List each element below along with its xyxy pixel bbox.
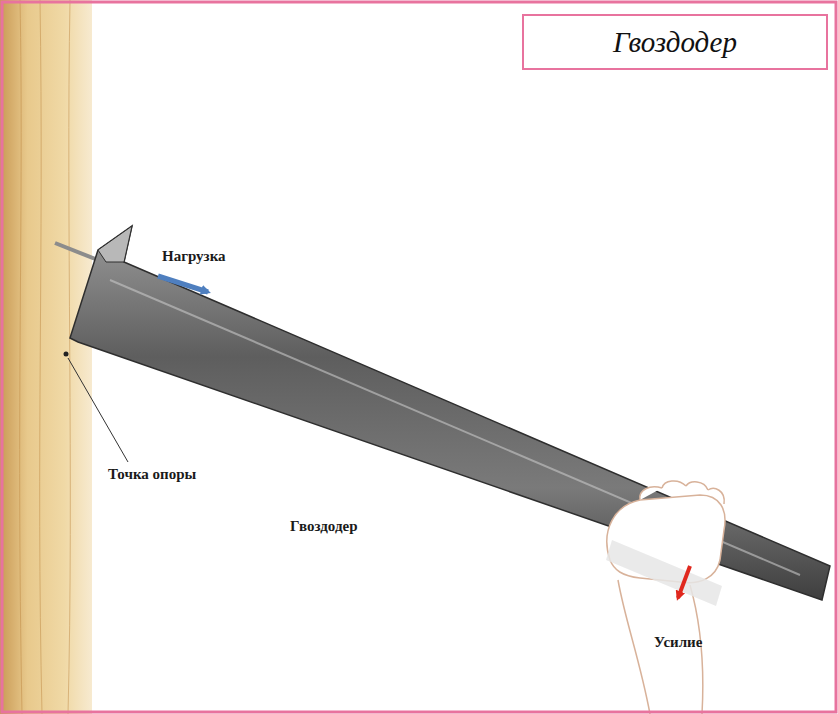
- title: Гвоздодер: [613, 26, 737, 59]
- load-arrow: [158, 276, 208, 292]
- grip-tape: [606, 540, 722, 606]
- wood-plank: [0, 0, 92, 714]
- crowbar: [70, 226, 830, 600]
- title-box: Гвоздодер: [522, 14, 828, 70]
- hand: [607, 481, 725, 714]
- effort-label: Усилие: [654, 634, 702, 651]
- effort-arrow: [678, 566, 690, 598]
- fulcrum-point: [64, 352, 69, 357]
- leader-line: [68, 358, 128, 462]
- fulcrum-label: Точка опоры: [108, 466, 196, 483]
- tool-label: Гвоздодер: [290, 518, 357, 535]
- load-label: Нагрузка: [162, 248, 226, 265]
